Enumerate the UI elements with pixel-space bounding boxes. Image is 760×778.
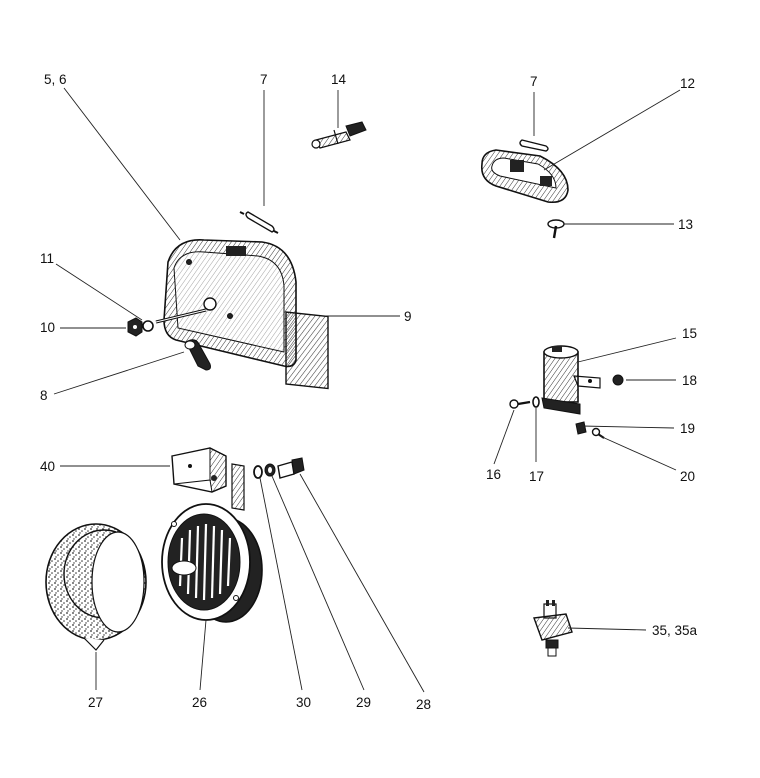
horn-ring-27-drawing [45,523,147,651]
bolt-28-drawing [277,457,305,479]
label-12: 12 [680,76,695,91]
pressure-switch-35-drawing [533,600,573,657]
bulb-7-right-drawing [519,139,549,152]
label-14: 14 [331,72,347,87]
knob-8-drawing [184,339,211,371]
leader-lines [53,87,681,693]
label-27: 27 [88,695,103,710]
label-18: 18 [682,373,697,388]
label-13: 13 [678,217,693,232]
washer-11-drawing [142,320,154,332]
washer-29-drawing [264,463,276,477]
horn-26-drawing [161,463,263,623]
label-29: 29 [356,695,371,710]
label-30: 30 [296,695,311,710]
relay-15-drawing [541,345,601,415]
washer-17-drawing [532,396,540,408]
plate-lamp-12-drawing [480,149,569,204]
screw-13-drawing [547,219,565,239]
label-10: 10 [40,320,55,335]
label-7-right: 7 [530,74,538,89]
label-17: 17 [529,469,544,484]
nut-18-drawing [612,374,624,386]
bracket-40-drawing [171,447,227,493]
label-16: 16 [486,467,501,482]
switch-14-drawing [311,121,367,149]
label-9: 9 [404,309,412,324]
label-28: 28 [416,697,431,712]
label-8: 8 [40,388,48,403]
label-7-left: 7 [260,72,268,87]
instrument-housing-drawing [155,239,329,390]
label-20: 20 [680,469,695,484]
label-19: 19 [680,421,695,436]
label-35-35a: 35, 35a [652,623,698,638]
label-26: 26 [192,695,207,710]
label-5-6: 5, 6 [44,72,67,87]
washer-30-drawing [253,465,263,479]
plate-19-drawing [575,421,587,435]
label-11: 11 [40,251,54,266]
screw-16-drawing [509,399,531,409]
label-40: 40 [40,459,55,474]
nut-10-drawing [127,317,143,337]
label-15: 15 [682,326,697,341]
bulb-7-left-drawing [239,211,279,234]
